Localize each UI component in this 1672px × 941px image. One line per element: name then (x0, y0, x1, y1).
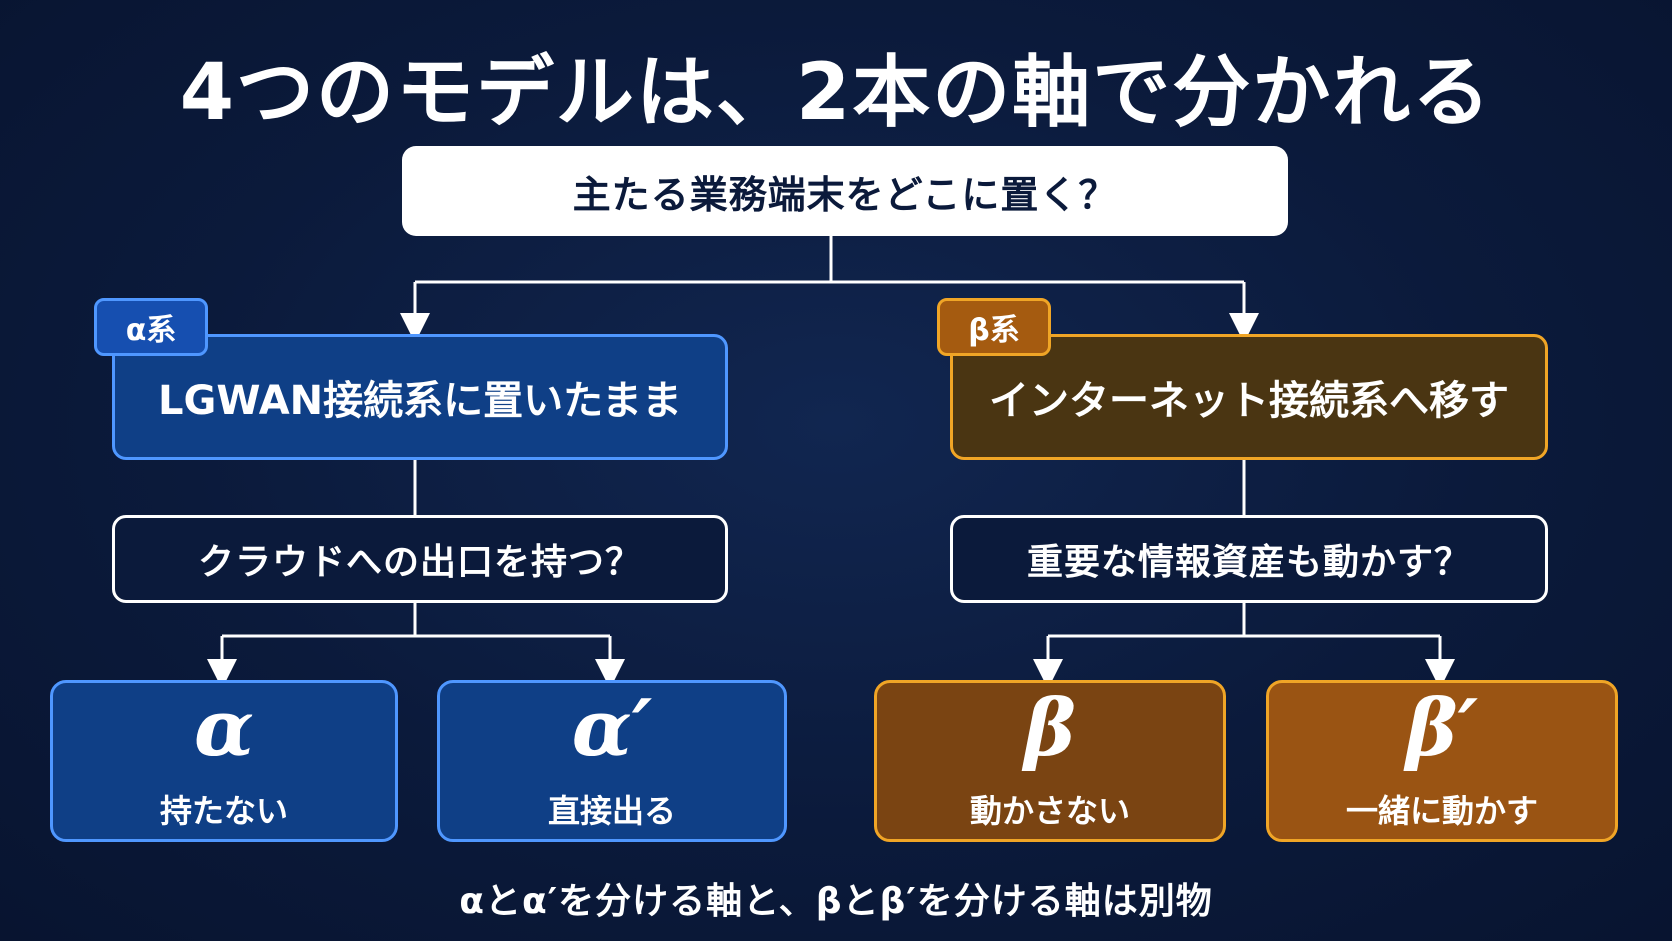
leaf-alpha: α 持たない (50, 680, 398, 842)
leaf-alpha-prime-symbol: α′ (571, 683, 653, 774)
footer-note: αとα′を分ける軸と、βとβ′を分ける軸は別物 (459, 881, 1213, 922)
leaf-beta: β 動かさない (874, 680, 1226, 842)
root-question: 主たる業務端末をどこに置く？ (402, 146, 1288, 236)
leaf-alpha-label: 持たない (159, 792, 288, 830)
leaf-alpha-prime: α′ 直接出る (437, 680, 787, 842)
alpha-question: クラウドへの出口を持つ？ (112, 515, 728, 603)
leaf-beta-prime-label: 一緒に動かす (1345, 792, 1538, 830)
alpha-branch-label: LGWAN接続系に置いたまま (158, 378, 682, 424)
leaf-alpha-prime-label: 直接出る (547, 792, 676, 830)
leaf-beta-symbol: β (1024, 683, 1076, 774)
beta-branch-node: インターネット接続系へ移す (950, 334, 1548, 460)
leaf-beta-label: 動かさない (969, 792, 1130, 830)
leaf-beta-prime: β′ 一緒に動かす (1266, 680, 1618, 842)
leaf-beta-prime-symbol: β′ (1405, 683, 1479, 774)
beta-question: 重要な情報資産も動かす？ (950, 515, 1548, 603)
alpha-tag: α系 (94, 298, 208, 356)
beta-tag: β系 (937, 298, 1051, 356)
leaf-alpha-symbol: α (193, 683, 255, 774)
alpha-branch-node: LGWAN接続系に置いたまま (112, 334, 728, 460)
page-title: 4つのモデルは、2本の軸で分かれる (179, 48, 1493, 138)
beta-branch-label: インターネット接続系へ移す (989, 378, 1509, 424)
